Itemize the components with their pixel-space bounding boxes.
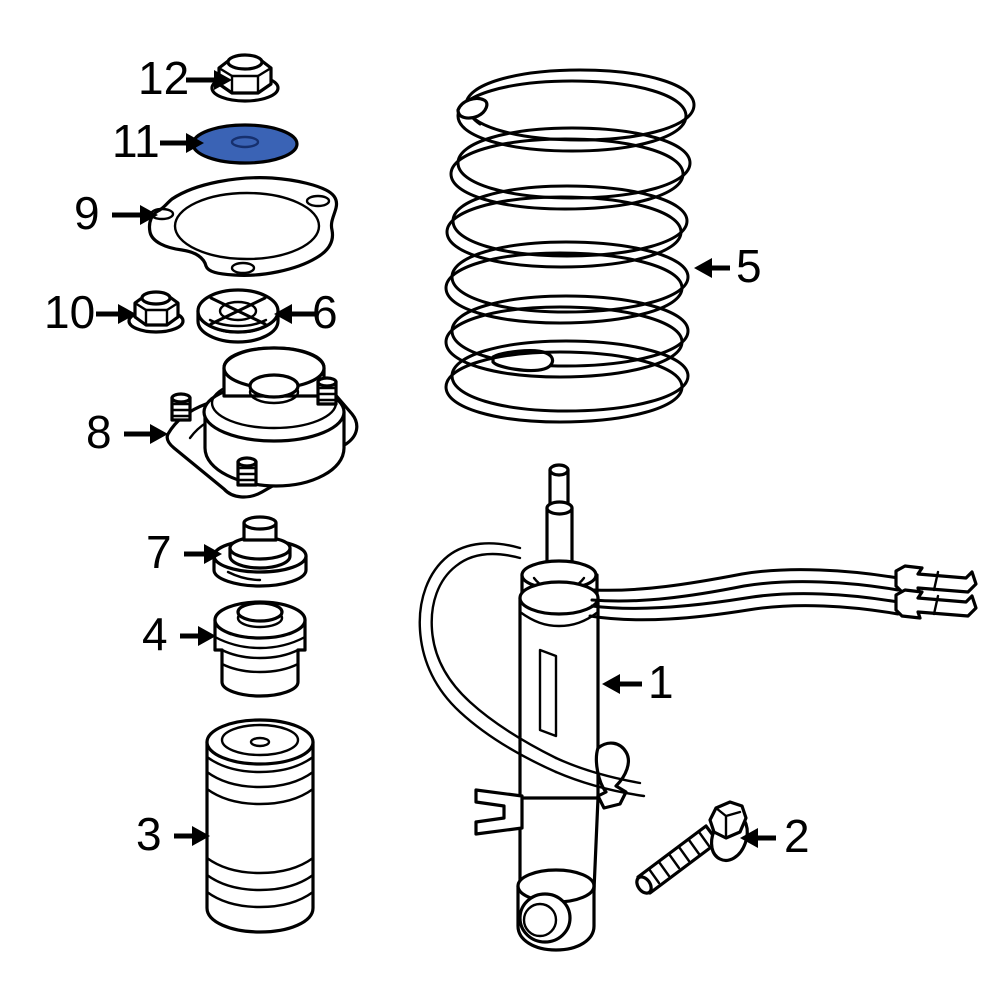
callout-label-1: 1 bbox=[648, 656, 674, 708]
callout-label-6: 6 bbox=[312, 286, 338, 338]
part-3-dust-boot bbox=[205, 718, 315, 934]
part-2-strut-mounting-bolt bbox=[635, 800, 749, 895]
callout-label-5: 5 bbox=[736, 240, 762, 292]
callout-label-11: 11 bbox=[112, 115, 160, 167]
part-10-hex-flange-nut-lower bbox=[127, 290, 185, 334]
leader-lines bbox=[96, 70, 776, 848]
callout-label-2: 2 bbox=[784, 810, 810, 862]
part-5-coil-spring bbox=[444, 68, 696, 424]
part-12-hex-flange-nut-top bbox=[210, 53, 280, 103]
part-4-jounce-bumper bbox=[213, 600, 307, 698]
part-8-strut-mount bbox=[165, 346, 359, 499]
part-11-washer-highlighted bbox=[191, 123, 299, 165]
strut-mount-studs bbox=[170, 376, 338, 487]
callout-label-9: 9 bbox=[74, 187, 100, 239]
callout-label-8: 8 bbox=[86, 406, 112, 458]
part-9-mount-gasket-plate bbox=[147, 176, 339, 277]
part-1-shock-absorber-strut bbox=[418, 463, 978, 952]
part-7-upper-spring-insulator bbox=[212, 515, 308, 588]
callout-label-4: 4 bbox=[142, 608, 168, 660]
callout-label-12: 12 bbox=[138, 52, 190, 104]
callout-label-7: 7 bbox=[146, 526, 172, 578]
callout-label-10: 10 bbox=[44, 286, 96, 338]
part-6-spring-seat-retainer bbox=[196, 288, 280, 344]
callout-label-3: 3 bbox=[136, 808, 162, 860]
